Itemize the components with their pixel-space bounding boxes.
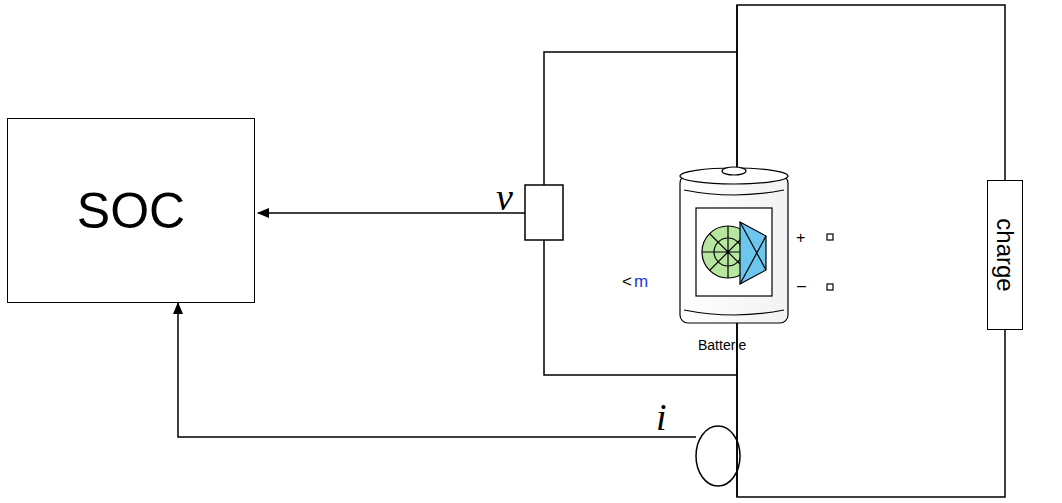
- sense-wire: [544, 52, 737, 185]
- terminal-sign: +: [796, 230, 805, 246]
- node-label: SOC: [77, 186, 185, 236]
- current-sensor: [696, 426, 740, 486]
- port-marker: <: [622, 273, 632, 290]
- terminal-sign: –: [797, 278, 806, 294]
- battery-icon: [680, 167, 833, 323]
- voltage-sensor: [525, 185, 563, 240]
- signal-name: v: [496, 178, 513, 216]
- signal-name: i: [656, 398, 667, 436]
- node-label: charge: [993, 218, 1017, 291]
- battery-label: Batterie: [698, 338, 746, 352]
- port-name: m: [634, 273, 648, 290]
- current-signal-arrow: [178, 303, 696, 437]
- load-box: charge: [987, 180, 1023, 330]
- voltage-signal-arrow: [258, 212, 525, 214]
- process-box: SOC: [7, 118, 255, 303]
